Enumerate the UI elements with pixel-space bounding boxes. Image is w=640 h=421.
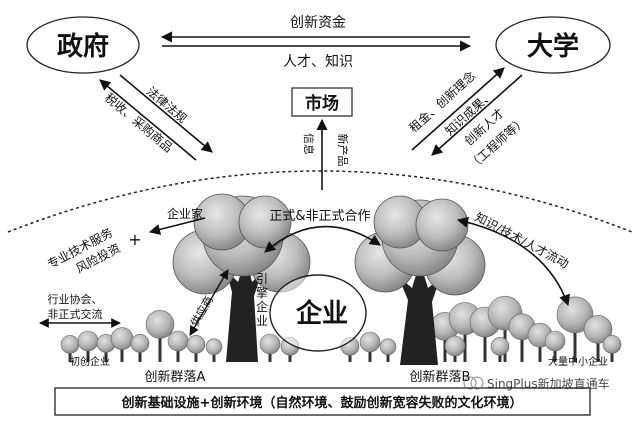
talent-knowledge-label: 人才、知识 [283, 53, 353, 70]
smes-label: 大量中小企业 [548, 355, 608, 368]
enterprise-label: 企业 [296, 298, 348, 329]
ecosystem-boundary [7, 170, 633, 233]
lead-enterprise-char: 引 [256, 272, 268, 286]
foundation-bar [54, 387, 591, 416]
lead-enterprise-char: 擎 [256, 285, 268, 300]
startups-label: 初创企业 [70, 355, 110, 368]
lead-enterprise-char: 业 [256, 314, 268, 328]
university-node [495, 16, 611, 74]
market-node [291, 87, 353, 117]
law-label: 法律法规 [144, 83, 190, 125]
watermark: SingPlus新加坡直通车 [463, 376, 610, 391]
svg-text:新产品: 新产品 [336, 134, 350, 167]
cooperation-label: 正式&非正式合作 [269, 209, 370, 224]
small-trees [60, 295, 622, 362]
lead-enterprise-char: 企 [256, 299, 268, 314]
university-label: 大学 [527, 31, 579, 62]
entrepreneur-label: 企业家 [167, 206, 203, 221]
informal-label: 非正式交流 [48, 307, 103, 321]
supplier-label: 供应商 [187, 293, 216, 329]
cluster-b-label: 创新群落B [410, 369, 471, 385]
enterprise-node [269, 274, 367, 352]
market-label: 市场 [305, 93, 339, 114]
government-label: 政府 [57, 31, 109, 62]
foundation-label: 创新基础设施+创新环境（自然环境、鼓励创新宽容失败的文化环境） [121, 395, 523, 411]
supplier-arrow [189, 269, 229, 336]
plus-sign: + [128, 230, 141, 249]
government-node [26, 16, 140, 74]
cooperation-arrow [264, 225, 381, 253]
knowledge-flow-label: 知识/技术/人才流动 [473, 210, 571, 271]
associations-label: 行业协会、 [48, 292, 103, 306]
rent-arrow [411, 67, 505, 151]
entrepreneur-arrow [148, 217, 206, 235]
law-arrow [119, 74, 213, 153]
innovation-funds-label: 创新资金 [290, 15, 346, 31]
new-product-label: 新产品 [336, 134, 350, 167]
tax-arrow [99, 79, 197, 161]
knowledge-arrow [431, 74, 523, 156]
svg-text:信息: 信息 [302, 133, 316, 155]
knowledge-flow-arrow [456, 216, 570, 307]
cluster-a-label: 创新群落A [145, 369, 206, 385]
svg-text:SingPlus新加坡直通车: SingPlus新加坡直通车 [487, 376, 610, 391]
info-label: 信息 [302, 133, 316, 155]
